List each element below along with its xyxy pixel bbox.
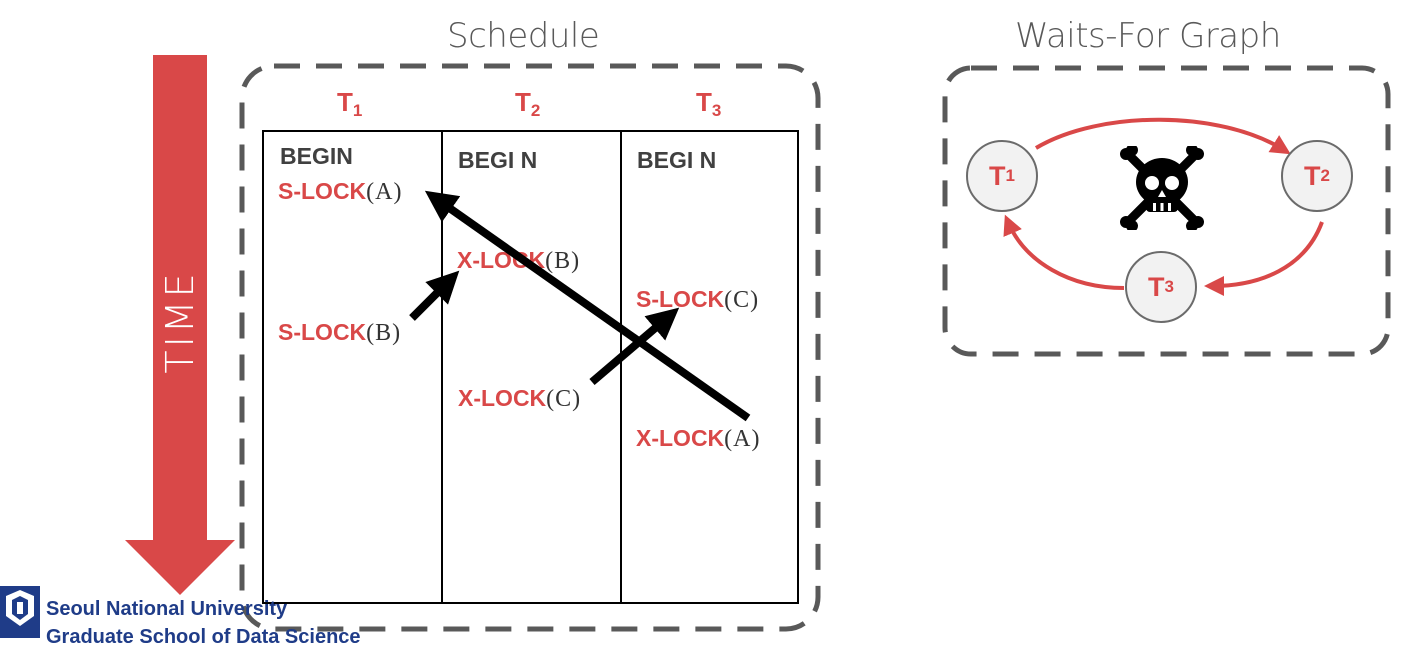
t3-x-lock-a: X-LOCK(A) <box>636 425 761 452</box>
txn-header-t1: T1 <box>337 87 363 120</box>
t1-s-lock-a: S-LOCK(A) <box>278 178 403 205</box>
skull-crossbones-icon <box>1120 146 1204 230</box>
begin-t1: BEGIN <box>280 143 353 169</box>
edge-t1-to-t2 <box>1034 117 1291 155</box>
edge-t3-to-t1 <box>1003 214 1125 290</box>
begin-t3: BEGI N <box>637 147 717 173</box>
snu-emblem-icon <box>0 586 40 638</box>
edge-t2-to-t3 <box>1204 221 1324 296</box>
begin-t2: BEGI N <box>458 147 538 173</box>
wait-arrow-t1-to-t2 <box>409 270 460 321</box>
graph-title: Waits-For Graph <box>1015 16 1281 56</box>
t1-s-lock-b: S-LOCK(B) <box>278 319 402 346</box>
time-arrow <box>125 55 235 595</box>
schedule-title: Schedule <box>447 16 600 56</box>
t2-x-lock-b: X-LOCK(B) <box>457 247 581 274</box>
t2-x-lock-c: X-LOCK(C) <box>458 385 582 412</box>
wait-arrow-t3-to-t1 <box>424 190 751 422</box>
txn-header-t3: T3 <box>696 87 722 120</box>
university-name: Seoul National University <box>46 598 288 620</box>
txn-header-t2: T2 <box>515 87 541 120</box>
wait-arrow-t2-to-t3 <box>589 307 680 386</box>
